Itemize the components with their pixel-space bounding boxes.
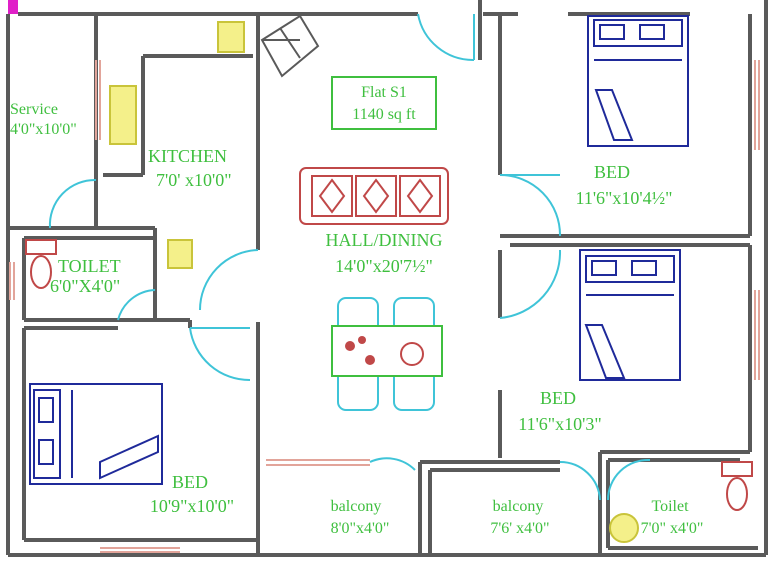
flat-area: 1140 sq ft [352, 106, 416, 123]
service-dim: 4'0"x10'0" [10, 121, 77, 138]
toilet-2-name: Toilet [651, 498, 689, 515]
bed-3-name: BED [172, 472, 208, 492]
balcony-1-dim: 8'0"x4'0" [331, 520, 390, 537]
balcony-2-name: balcony [493, 498, 544, 515]
balcony-1-name: balcony [331, 498, 382, 515]
balcony-2-dim: 7'6' x4'0" [490, 520, 549, 537]
bed-2-furniture [579, 249, 681, 381]
flat-name: Flat S1 [361, 84, 407, 101]
doors [48, 13, 651, 501]
flat-label-box [331, 76, 437, 130]
toilet-1-name: TOILET [58, 256, 121, 276]
kitchen-name: KITCHEN [148, 146, 227, 166]
bed-2-name: BED [540, 388, 576, 408]
toilet-2-dim: 7'0" x4'0" [641, 520, 704, 537]
bed-1-dim: 11'6"x10'4½" [575, 188, 672, 208]
hall-dim: 14'0"x20'7½" [335, 256, 433, 276]
service-name: Service [10, 101, 58, 118]
windows [9, 60, 760, 553]
toilet-fixtures [25, 239, 753, 511]
bed-2-dim: 11'6"x10'3" [518, 414, 602, 434]
toilet-1-dim: 6'0"X4'0" [50, 276, 120, 296]
bed-1-name: BED [594, 162, 630, 182]
sofa [299, 167, 449, 225]
walls [6, 0, 768, 557]
corner-marker [8, 0, 18, 14]
bed-3-dim: 10'9"x10'0" [150, 496, 234, 516]
hall-name: HALL/DINING [326, 230, 443, 250]
appliances [109, 21, 639, 543]
dining-table [331, 297, 443, 411]
bed-3-furniture [29, 383, 163, 485]
kitchen-dim: 7'0' x10'0" [156, 170, 232, 190]
stove [260, 14, 320, 78]
bed-1-furniture [587, 15, 689, 147]
